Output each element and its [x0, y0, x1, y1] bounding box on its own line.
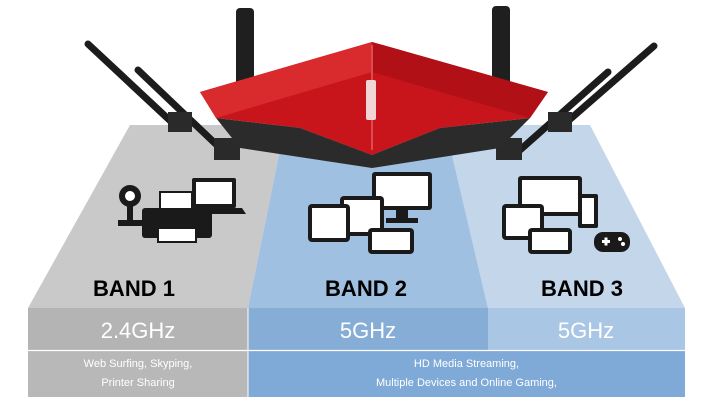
- tablets-monitor-icon: [308, 172, 432, 254]
- band3-frequency-bar: [488, 308, 685, 350]
- band1-description-line1: Web Surfing, Skyping,: [83, 358, 193, 370]
- devices-gamepad-icon: [502, 176, 630, 254]
- band2-frequency: 5GHz: [339, 318, 397, 343]
- band2-frequency-bar: [248, 308, 488, 350]
- antenna-right-outer: [516, 42, 658, 154]
- router-base: [216, 118, 530, 168]
- band3-frequency: 5GHz: [557, 318, 615, 343]
- router: [84, 6, 658, 168]
- band23-description-line2: Multiple Devices and Online Gaming,: [376, 377, 557, 389]
- band23-description-bar: [248, 351, 685, 397]
- band1-frequency: 2.4GHz: [100, 318, 176, 343]
- antenna-back-right: [492, 6, 510, 96]
- antenna-back-left: [236, 8, 254, 98]
- band1-frequency-bar: [28, 308, 248, 350]
- band23-description-line1: HD Media Streaming,: [413, 358, 520, 370]
- band2-label: BAND 2: [325, 276, 407, 301]
- antenna-left-outer: [84, 40, 226, 154]
- band1-description-line2: Printer Sharing: [101, 377, 175, 389]
- band3-label: BAND 3: [541, 276, 623, 301]
- band1-label: BAND 1: [93, 276, 175, 301]
- printer-webcam-laptop-icon: [118, 178, 246, 243]
- band1-description: Web Surfing, Skyping, Printer Sharing: [28, 355, 248, 393]
- band1-description-bar: [28, 351, 248, 397]
- band3-beam: [445, 125, 685, 308]
- band23-description: HD Media Streaming, Multiple Devices and…: [248, 355, 685, 393]
